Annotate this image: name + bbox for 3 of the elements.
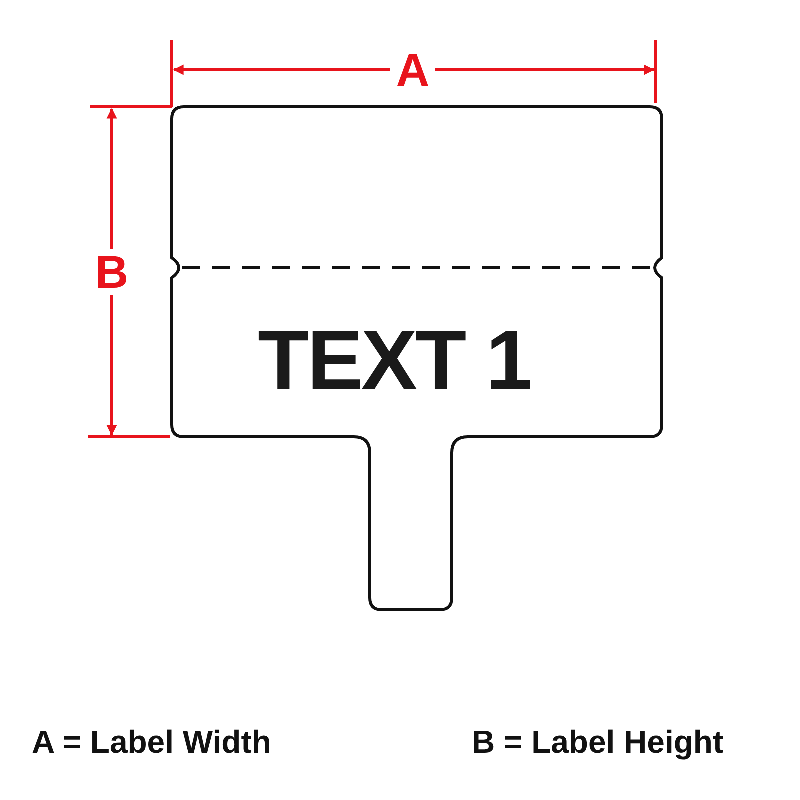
label-text: TEXT 1	[258, 318, 531, 402]
legend-note: B = Label Height	[472, 724, 724, 760]
legend-note: A = Label Width	[32, 724, 272, 760]
